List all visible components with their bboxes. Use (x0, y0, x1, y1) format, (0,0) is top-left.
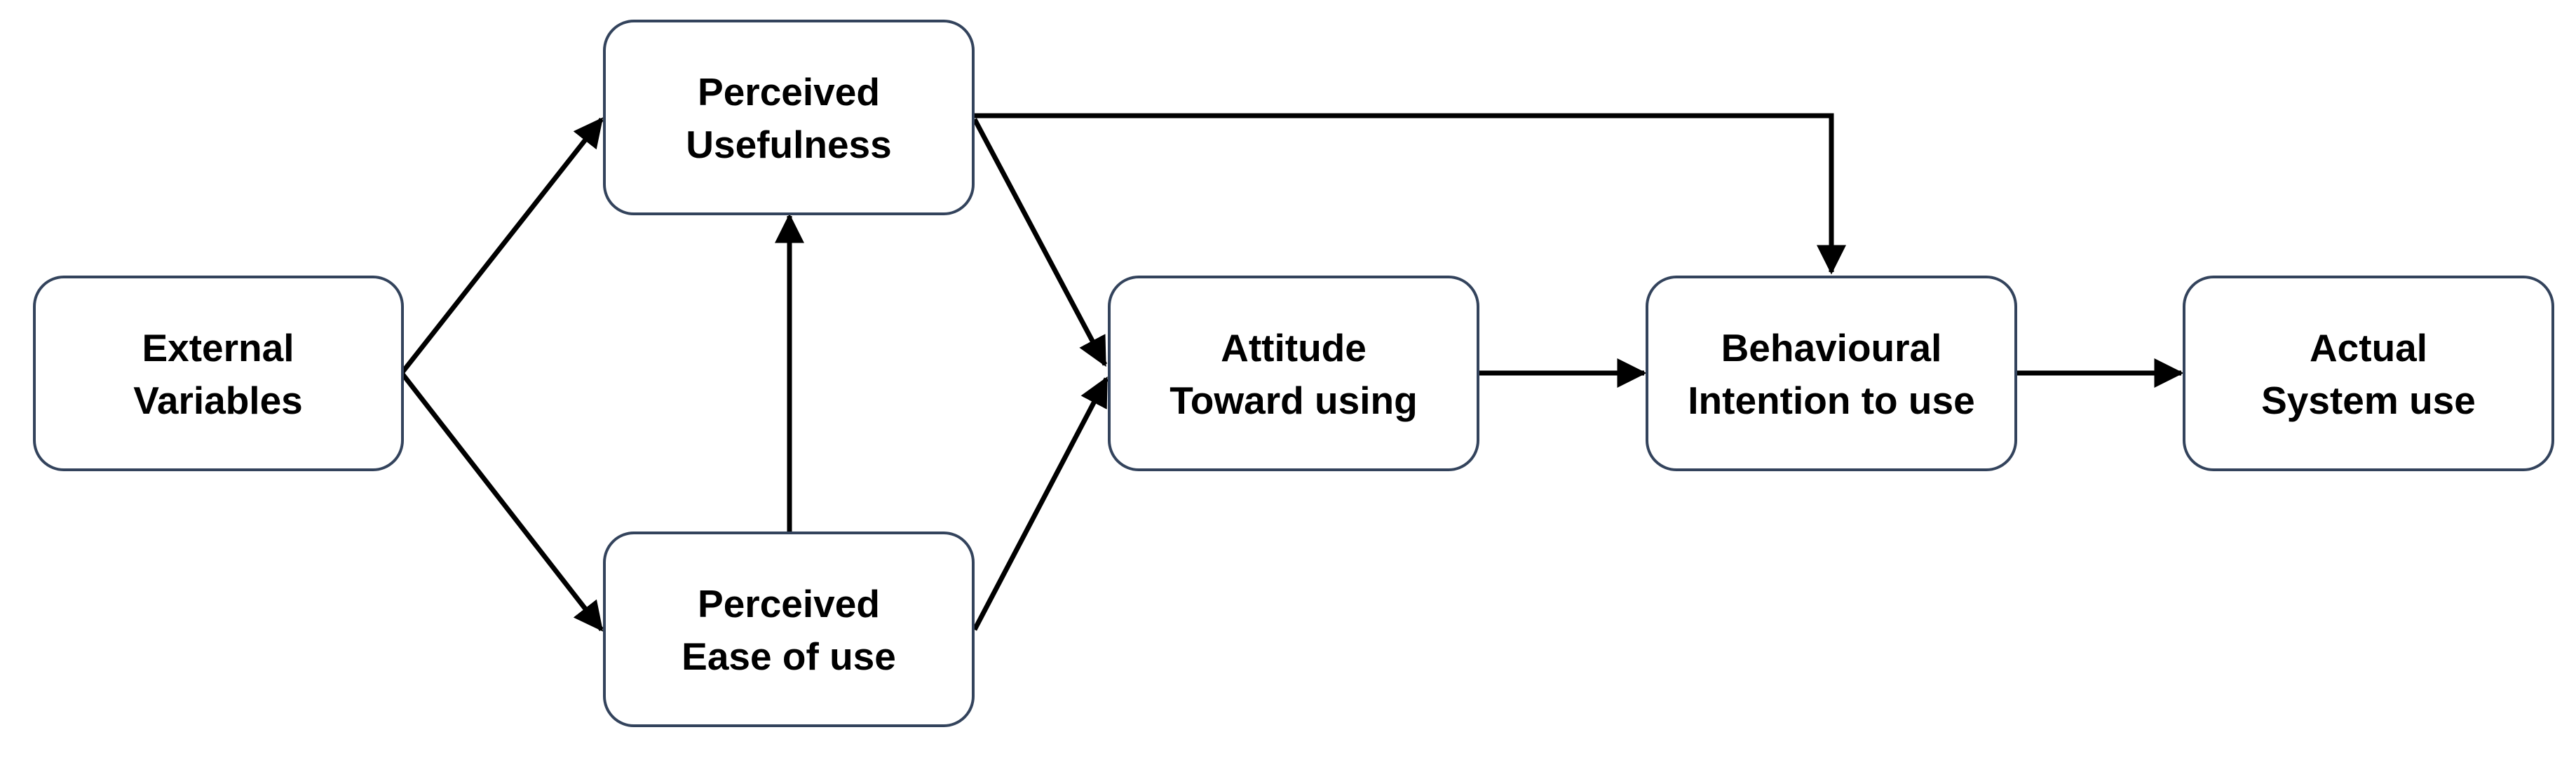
node-behavioural-intention: Behavioural Intention to use (1646, 276, 2017, 471)
node-perceived-usefulness: Perceived Usefulness (603, 20, 975, 215)
arrow-usefulness-to-attitude (972, 118, 1108, 367)
node-perceived-usefulness-line1: Perceived (698, 70, 880, 114)
arrow-external-to-usefulness (400, 117, 604, 375)
arrows (400, 113, 2184, 632)
node-attitude-toward-using: Attitude Toward using (1108, 276, 1479, 471)
node-actual-system-use-line2: System use (2261, 379, 2476, 422)
node-perceived-ease-of-use-line1: Perceived (698, 582, 880, 625)
node-attitude-toward-using-line2: Toward using (1170, 379, 1417, 422)
arrow-external-to-ease-of-use (400, 371, 604, 632)
node-external-variables-line2: Variables (133, 379, 303, 422)
node-actual-system-use: Actual System use (2183, 276, 2554, 471)
arrow-usefulness-to-intention (975, 113, 1846, 275)
node-perceived-ease-of-use: Perceived Ease of use (603, 532, 975, 727)
node-behavioural-intention-line1: Behavioural (1721, 326, 1942, 370)
node-external-variables: External Variables (33, 276, 404, 471)
node-perceived-usefulness-line2: Usefulness (686, 123, 891, 166)
node-behavioural-intention-line2: Intention to use (1688, 379, 1974, 422)
node-actual-system-use-line1: Actual (2310, 326, 2427, 370)
node-external-variables-line1: External (142, 326, 294, 370)
node-attitude-toward-using-line1: Attitude (1221, 326, 1367, 370)
node-perceived-ease-of-use-line2: Ease of use (682, 635, 896, 678)
arrow-ease-of-use-to-attitude (972, 376, 1109, 631)
